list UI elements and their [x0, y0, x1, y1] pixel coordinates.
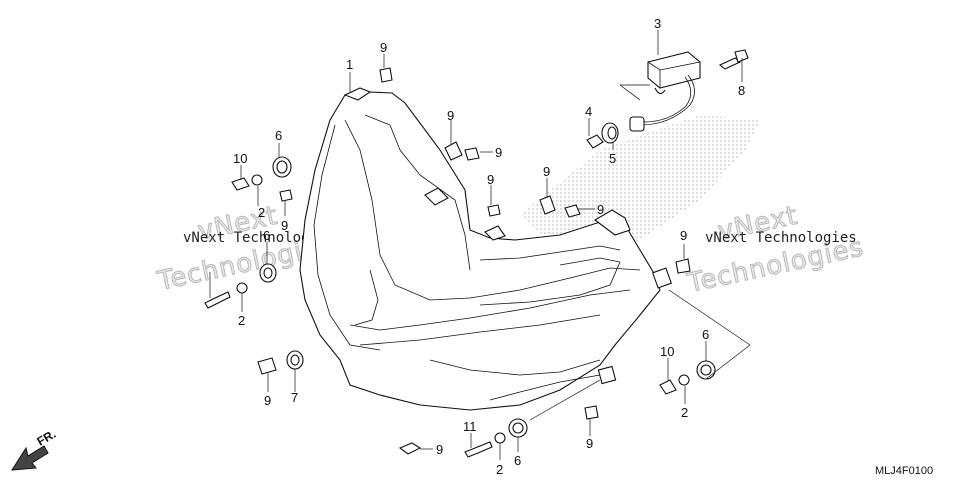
- fasteners-right: [659, 360, 716, 395]
- callout-2d: 2: [496, 462, 503, 477]
- callout-6c: 6: [702, 327, 709, 342]
- headlight-housing: [299, 87, 673, 411]
- callout-6b: 6: [263, 228, 270, 243]
- callout-9a: 9: [380, 40, 387, 55]
- callout-8: 8: [738, 83, 745, 98]
- fasteners-bottom: [464, 418, 528, 458]
- shading-region: [520, 115, 760, 260]
- callout-9h: 9: [264, 393, 271, 408]
- callout-2c: 2: [681, 405, 688, 420]
- callout-11: 11: [463, 419, 477, 434]
- front-label: FR.: [35, 427, 59, 449]
- callout-6d: 6: [514, 453, 521, 468]
- fasteners-left: [204, 156, 304, 375]
- callout-10a: 10: [233, 151, 247, 166]
- front-direction-arrow: FR.: [11, 427, 59, 471]
- callout-9i: 9: [680, 228, 687, 243]
- callout-9k: 9: [436, 442, 443, 457]
- watermark-right: vNext vNext Technologies Technologies vN…: [684, 200, 867, 299]
- grommet-and-nut-4-5: [586, 122, 619, 149]
- callout-6a: 6: [275, 128, 282, 143]
- wire-harness: [629, 51, 701, 132]
- callout-9d: 9: [487, 172, 494, 187]
- bolt-8: [718, 49, 749, 70]
- watermark-left-mono: vNext Technologies: [183, 230, 335, 246]
- callout-9f: 9: [597, 202, 604, 217]
- callout-9c: 9: [495, 145, 502, 160]
- callout-9e: 9: [543, 164, 550, 179]
- arrow-icon: [11, 445, 49, 471]
- diagram-code: MLJ4F0100: [875, 465, 933, 477]
- callout-9g: 9: [281, 218, 288, 233]
- callout-9j: 9: [586, 436, 593, 451]
- callout-1: 1: [346, 57, 353, 72]
- callout-5: 5: [609, 151, 616, 166]
- callout-3: 3: [654, 16, 661, 31]
- leader-lines: [209, 30, 751, 460]
- clips-middle: [379, 67, 691, 455]
- callout-7: 7: [291, 390, 298, 405]
- callout-2a: 2: [258, 205, 265, 220]
- callout-9b: 9: [447, 108, 454, 123]
- callout-labels: 1 2 2 2 2 3 4 5 6 6 6 6 7 8 9 9 9 9 9 9 …: [233, 16, 745, 477]
- watermark-right-mono: vNext Technologies: [705, 230, 857, 246]
- callout-4: 4: [585, 104, 592, 119]
- callout-10b: 10: [660, 344, 674, 359]
- callout-2b: 2: [238, 313, 245, 328]
